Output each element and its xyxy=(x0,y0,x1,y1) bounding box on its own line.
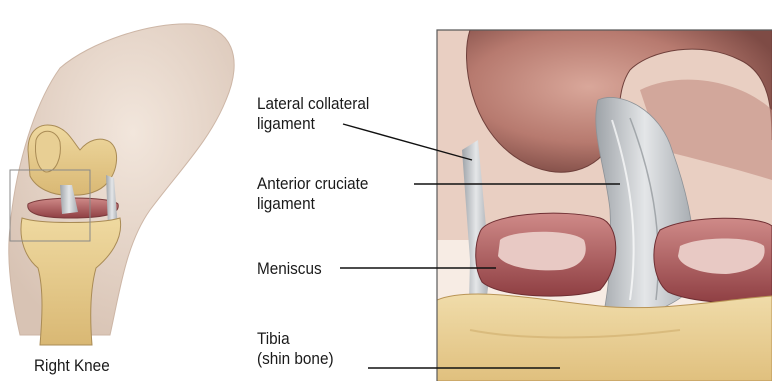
overview-knee-illustration xyxy=(9,24,234,345)
label-lateral-collateral-ligament: Lateral collateral ligament xyxy=(257,94,369,134)
label-line: ligament xyxy=(257,194,368,214)
label-meniscus: Meniscus xyxy=(257,259,322,279)
label-tibia: Tibia (shin bone) xyxy=(257,329,334,369)
label-line: Lateral collateral xyxy=(257,94,369,114)
detail-panel xyxy=(437,30,772,381)
label-line: Anterior cruciate xyxy=(257,174,368,194)
label-line: Meniscus xyxy=(257,259,322,279)
label-line: ligament xyxy=(257,114,369,134)
label-line: (shin bone) xyxy=(257,349,334,369)
label-line: Tibia xyxy=(257,329,334,349)
label-anterior-cruciate-ligament: Anterior cruciate ligament xyxy=(257,174,368,214)
overview-caption: Right Knee xyxy=(34,356,110,376)
